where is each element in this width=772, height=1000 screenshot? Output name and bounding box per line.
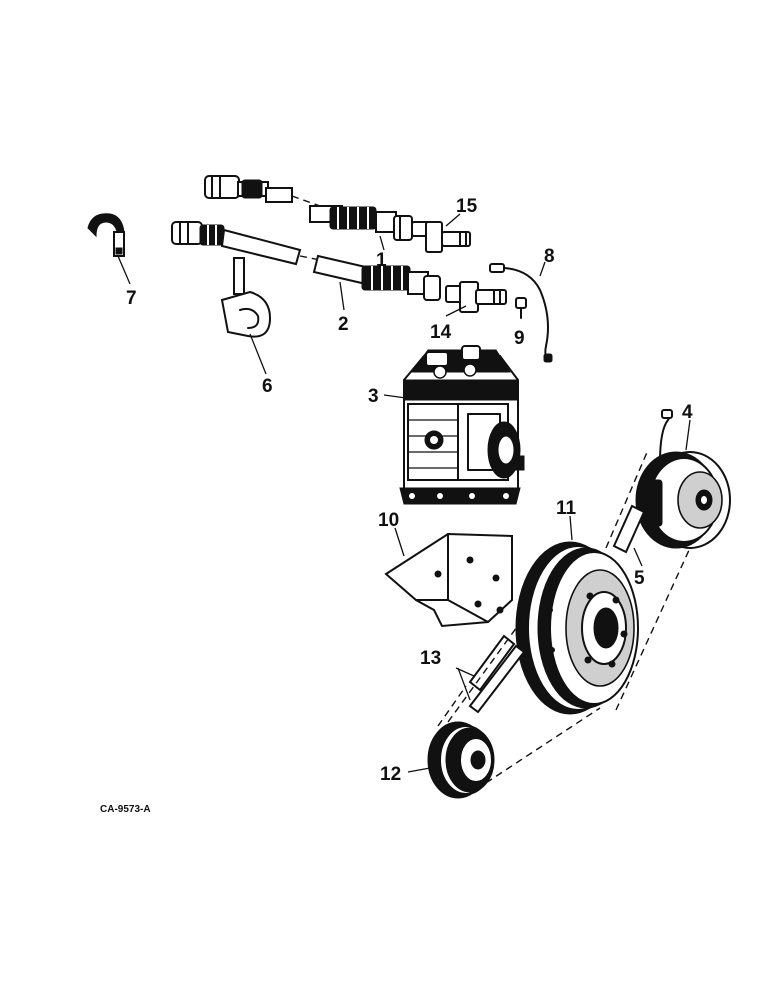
hose-bracket <box>220 257 272 338</box>
callout-14: 14 <box>430 322 452 343</box>
callout-13: 13 <box>420 648 441 669</box>
compressor <box>399 345 525 505</box>
mounting-bracket <box>384 532 513 628</box>
hose-assembly-upper <box>204 175 413 241</box>
callout-9: 9 <box>514 328 525 349</box>
callout-11: 11 <box>556 498 577 519</box>
leader-lines <box>117 213 691 773</box>
tee-fitting-lower <box>445 281 507 313</box>
tee-fitting-upper <box>411 221 471 253</box>
idler-pulley <box>427 721 495 799</box>
callout-15: 15 <box>456 196 478 217</box>
callout-5: 5 <box>634 568 645 589</box>
key-stock <box>612 504 646 554</box>
drawing-code: CA-9573-A <box>100 804 151 815</box>
callout-10: 10 <box>378 510 399 531</box>
screw <box>515 297 527 319</box>
clutch-pulley <box>635 409 731 549</box>
crankshaft-pulley <box>515 541 639 715</box>
callout-2: 2 <box>338 314 349 335</box>
wire-lead <box>489 263 553 363</box>
callout-4: 4 <box>682 402 693 423</box>
belt-path-lines <box>437 449 691 797</box>
callout-3: 3 <box>368 386 379 407</box>
callout-1: 1 <box>376 250 387 271</box>
callout-8: 8 <box>544 246 555 267</box>
belt-segments <box>468 634 526 714</box>
callout-7: 7 <box>126 288 137 309</box>
callout-12: 12 <box>380 764 401 785</box>
callout-6: 6 <box>262 376 273 397</box>
hose-clip <box>87 213 125 257</box>
callout-labels: 1 2 3 4 5 6 7 8 9 10 11 12 13 14 15 <box>126 196 693 785</box>
hose-assembly-lower <box>171 221 441 301</box>
